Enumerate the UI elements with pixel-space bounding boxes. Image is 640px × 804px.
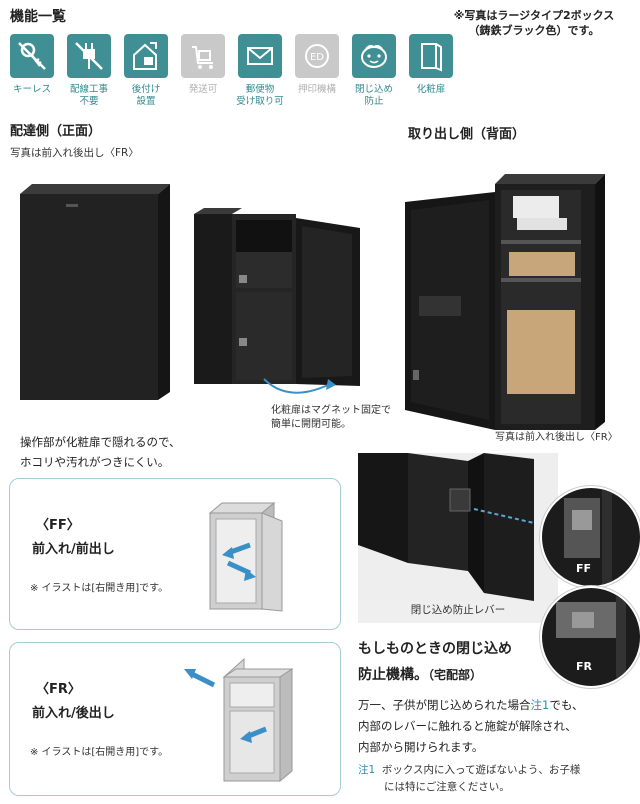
ff-lever-label: FF <box>576 562 592 575</box>
magnet-caption: 化粧扉はマグネット固定で 簡単に開閉可能。 <box>271 405 391 430</box>
mail-icon <box>238 34 282 78</box>
cart-icon <box>181 34 225 78</box>
ff-code: 〈FF〉 <box>36 518 80 533</box>
ff-note: ※ イラストは[右開き用]です。 <box>30 583 169 594</box>
decorative-door-icon <box>409 34 453 78</box>
page-title: 機能一覧 <box>10 9 66 25</box>
open-box-image <box>194 208 360 386</box>
lever-caption: 閉じ込め防止レバー <box>410 604 506 616</box>
feature-label: 発送可 <box>188 84 218 95</box>
fr-lever-label: FR <box>576 660 592 673</box>
fr-type-panel: 〈FR〉 前入れ/後出し ※ イラストは[右開き用]です。 <box>9 642 341 796</box>
feature-label: 閉じ込め 防止 <box>354 84 393 107</box>
stamp-icon: ED <box>295 34 339 78</box>
closed-box-image <box>20 184 170 400</box>
retrofit-icon <box>124 34 168 78</box>
fr-name: 前入れ/後出し <box>32 706 115 721</box>
delivery-photo-note: 写真は前入れ後出し〈FR〉 <box>10 147 139 159</box>
swing-arrow-icon <box>263 378 336 394</box>
lever-photo-image <box>358 453 558 601</box>
feature-label: 押印機構 <box>297 84 336 95</box>
feature-label: 郵便物 受け取り可 <box>236 84 284 107</box>
pickup-box-image <box>405 174 605 430</box>
delivery-side-title: 配達側（正面） <box>10 124 102 139</box>
feature-label: 化粧扉 <box>416 84 446 95</box>
fr-note: ※ イラストは[右開き用]です。 <box>30 747 169 758</box>
pickup-side-title: 取り出し側（背面） <box>408 127 526 142</box>
anti-trap-note: 注1 ボックス内に入って遊ばないよう、お子様 には特にご注意ください。 <box>358 764 581 793</box>
pickup-photo-note: 写真は前入れ後出し〈FR〉 <box>495 432 618 443</box>
photo-note: ※写真はラージタイプ2ボックス （鋳鉄ブラック色）です。 <box>453 9 615 37</box>
keyless-icon <box>10 34 54 78</box>
ff-illustration <box>208 501 283 612</box>
ff-type-panel: 〈FF〉 前入れ/前出し ※ イラストは[右開き用]です。 <box>9 478 341 630</box>
feature-label: 後付け 設置 <box>131 84 161 107</box>
hidden-controls-caption: 操作部が化粧扉で隠れるので、 ホコリや汚れがつきにくい。 <box>20 435 181 469</box>
ff-name: 前入れ/前出し <box>32 542 115 557</box>
no-wiring-icon <box>67 34 111 78</box>
fr-illustration <box>184 657 294 783</box>
lever-photo: 閉じ込め防止レバー <box>358 453 558 623</box>
anti-trap-body: 万一、子供が閉じ込められた場合注1でも、 内部のレバーに触れると施錠が解除され、… <box>358 698 584 754</box>
feature-label: 配線工事 不要 <box>69 84 108 107</box>
child-face-icon <box>352 34 396 78</box>
anti-trap-heading: もしものときの閉じ込め 防止機構。（宅配部） <box>358 641 512 683</box>
fr-lever-closeup: FR <box>540 586 640 688</box>
feature-label: キーレス <box>12 84 51 95</box>
fr-code: 〈FR〉 <box>36 682 81 697</box>
ff-lever-closeup: FF <box>540 486 640 588</box>
svg-text:ED: ED <box>310 52 324 63</box>
